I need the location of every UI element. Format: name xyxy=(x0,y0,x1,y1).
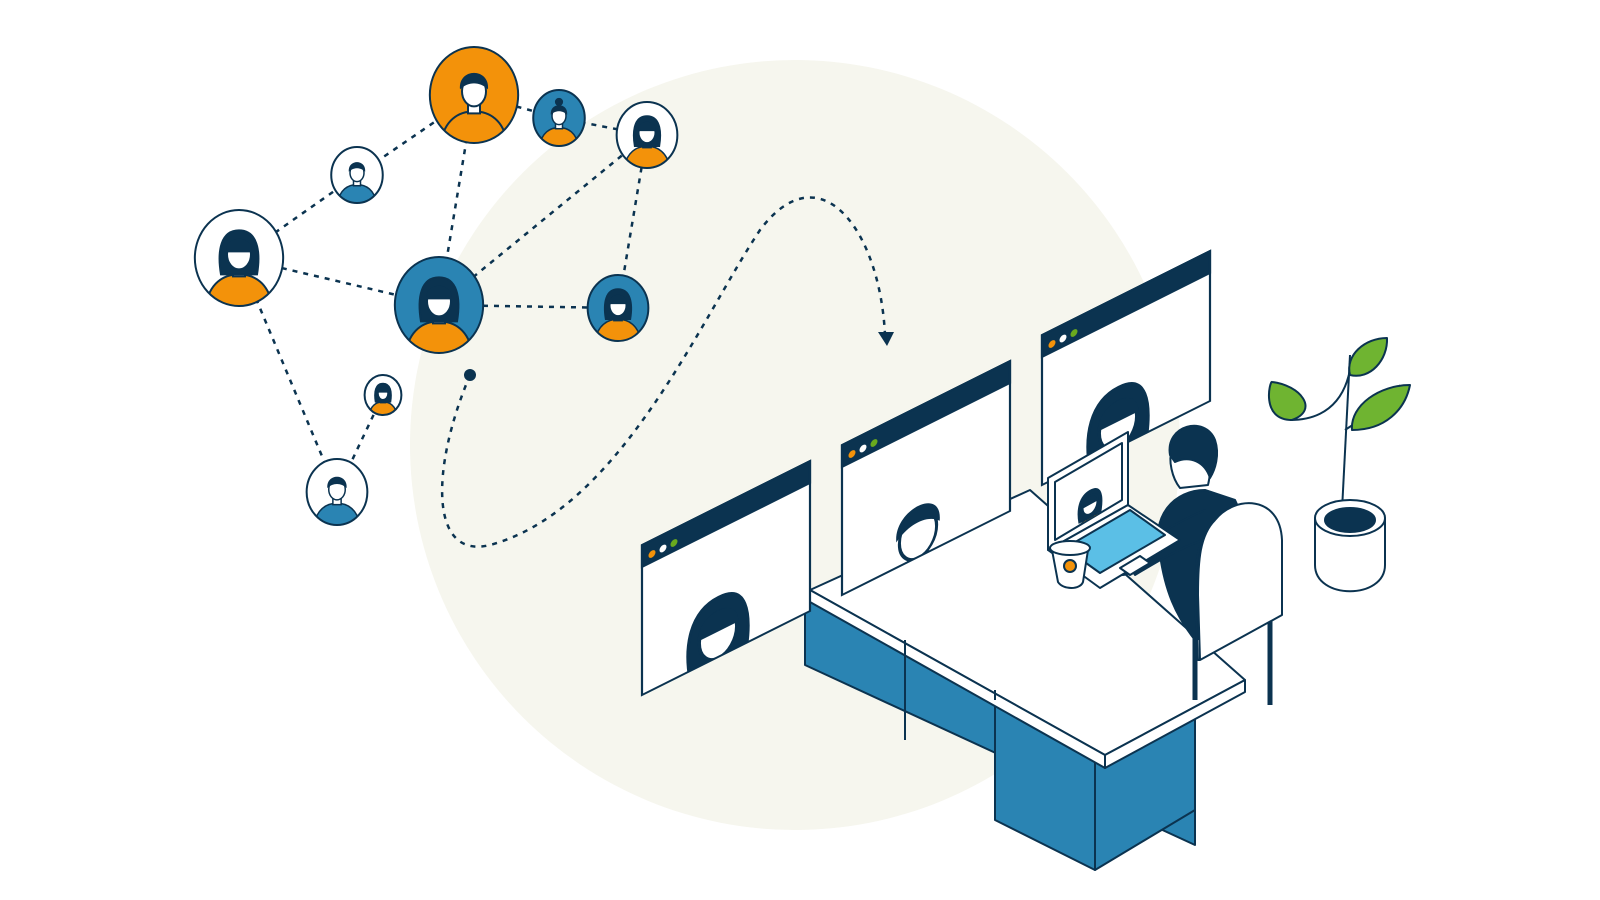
window-control-dot xyxy=(670,539,678,547)
office-chair-back xyxy=(1194,502,1283,661)
network-link xyxy=(237,257,339,493)
window-control-dot xyxy=(1059,334,1067,343)
window-title-bar xyxy=(840,359,1012,469)
network-node-icon xyxy=(330,146,384,204)
connection-arrow-path xyxy=(440,196,887,548)
network-node-icon xyxy=(428,46,520,144)
network-node-icon xyxy=(393,256,485,354)
video-windows xyxy=(640,249,1212,697)
window-control-dot xyxy=(1070,329,1078,337)
network-node-icon xyxy=(363,374,403,416)
network-node-icon xyxy=(615,101,679,169)
network-node-icon xyxy=(586,274,650,342)
window-control-dot xyxy=(870,439,878,447)
network-node-icon xyxy=(305,458,369,526)
arrow-head-icon xyxy=(878,332,894,346)
window-control-dot xyxy=(848,450,856,458)
plant-icon xyxy=(1267,337,1411,593)
window-control-dot xyxy=(859,444,867,453)
network-node-icon xyxy=(532,89,586,147)
window-title-bar xyxy=(640,459,812,569)
arrow-start-dot xyxy=(464,369,476,381)
window-control-dot xyxy=(648,550,656,558)
window-title-bar xyxy=(1040,249,1212,359)
window-control-dot xyxy=(659,544,667,553)
network-node-icon xyxy=(193,209,285,307)
network-link xyxy=(438,303,619,310)
window-control-dot xyxy=(1048,340,1056,348)
network-nodes xyxy=(193,46,679,526)
coffee-cup-icon xyxy=(1049,540,1091,589)
